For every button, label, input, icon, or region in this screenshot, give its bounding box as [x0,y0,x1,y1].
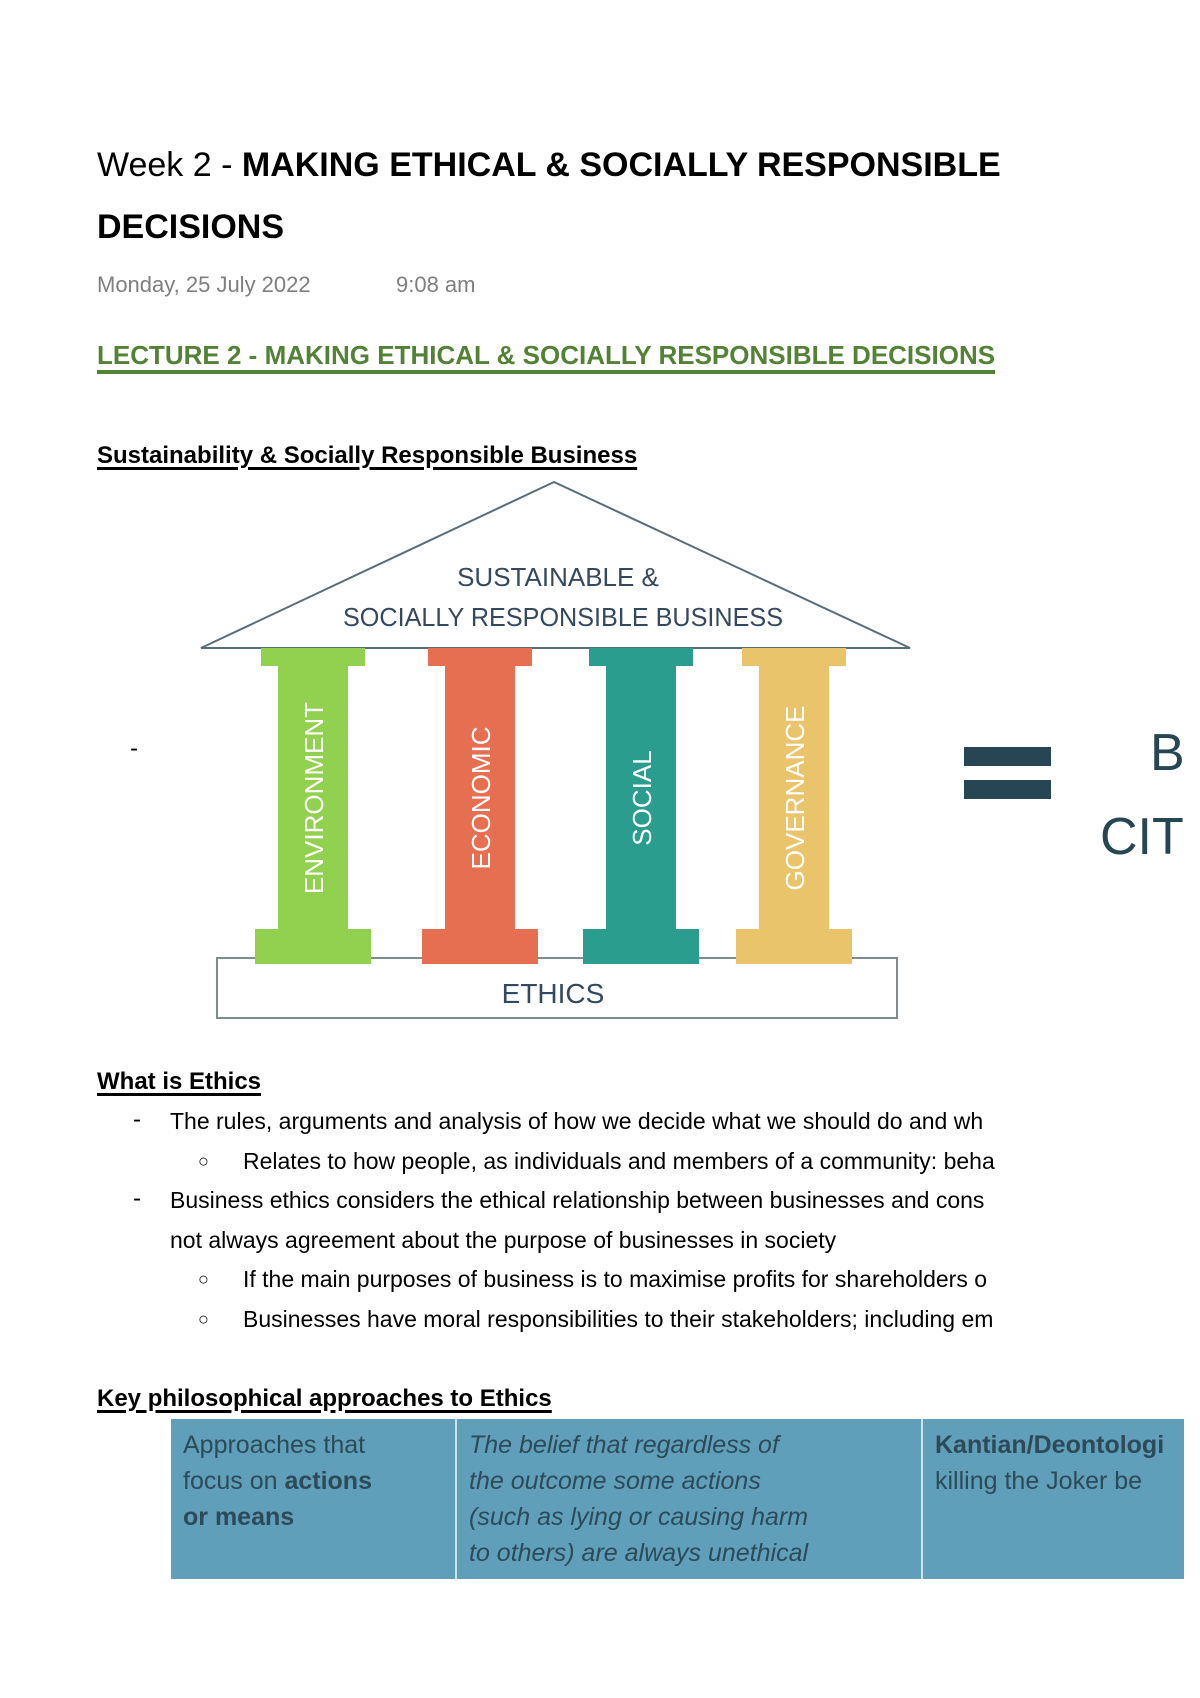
cell-text: Approaches that [183,1431,366,1459]
cell-text: (such as lying or causing harm [469,1503,809,1531]
pillar-cap [428,648,532,666]
list-item: If the main purposes of business is to m… [243,1266,988,1292]
circle-bullet-icon: ○ [198,1150,209,1171]
title-prefix: Week 2 - [97,146,242,184]
equals-bar-top [964,747,1051,766]
equals-bar-bottom [964,780,1051,799]
table-cell-example: Kantian/Deontologi killing the Joker be [923,1419,1184,1579]
list-item: Relates to how people, as individuals an… [243,1147,995,1174]
title-bold: MAKING ETHICAL & SOCIALLY RESPONSIBLE [241,146,1001,184]
section-heading-ethics: What is Ethics [97,1068,262,1095]
page-time: 9:08 am [396,272,476,297]
pillar-label: GOVERNANCE [780,706,810,891]
cell-text-bold: actions [284,1467,372,1495]
cell-text: The belief that regardless of [469,1431,779,1459]
cell-text: to others) are always unethical [469,1539,809,1567]
pillar-base [736,929,852,964]
circle-bullet-icon: ○ [198,1308,209,1329]
cell-text: or means [183,1503,295,1531]
pillar-base [422,929,538,964]
pillar-cap [261,648,365,666]
section-heading-sustainability: Sustainability & Socially Responsible Bu… [97,442,638,469]
cell-text: Kantian/Deontologi [935,1431,1165,1459]
bullet-dash: - [130,735,138,762]
pillar-label: ENVIRONMENT [299,702,329,894]
page-title-line2: DECISIONS [97,208,285,246]
roof-line1: SUSTAINABLE & [457,562,659,592]
pillar-shaft [606,666,676,929]
lecture-heading: LECTURE 2 - MAKING ETHICAL & SOCIALLY RE… [97,340,996,370]
page-title: Week 2 - MAKING ETHICAL & SOCIALLY RESPO… [97,140,1184,190]
list-item: The rules, arguments and analysis of how… [170,1108,984,1134]
approaches-table: Approaches that focus on actions or mean… [171,1419,1184,1579]
pillar-base [255,929,371,964]
ethics-label: ETHICS [502,978,605,1009]
cell-text: the outcome some actions [469,1467,761,1495]
section-heading-approaches: Key philosophical approaches to Ethics [97,1385,552,1412]
cell-text: focus on actions [183,1463,443,1499]
pillar-shaft [445,666,515,929]
pillar-shaft [759,666,829,929]
roof-line2: SOCIALLY RESPONSIBLE BUSINESS [343,602,783,632]
dash-bullet: - [133,1185,141,1212]
circle-bullet-icon: ○ [198,1269,209,1289]
pillar-shaft [278,666,348,929]
roof [200,480,911,649]
pillar-cap [742,648,846,666]
ethics-base [216,957,898,1019]
pillar-label: SOCIAL [627,750,657,845]
pillars-diagram: SUSTAINABLE & SOCIALLY RESPONSIBLE BUSIN… [200,480,1185,1019]
dash-bullet: - [133,1106,141,1133]
list-item: not always agreement about the purpose o… [170,1226,837,1253]
pillar-label: ECONOMIC [466,727,496,870]
result-line1: B [1150,724,1185,782]
list-item: Businesses have moral responsibilities t… [243,1305,994,1332]
cell-text: killing the Joker be [935,1467,1143,1495]
result-line2: CIT [1100,808,1184,866]
pillar-base [583,929,699,964]
list-item: Business ethics considers the ethical re… [170,1187,985,1213]
table-cell-approach: Approaches that focus on actions or mean… [171,1419,457,1579]
page-date: Monday, 25 July 2022 [97,272,311,297]
table-cell-description: The belief that regardless of the outcom… [457,1419,923,1579]
cell-text-part: focus on [183,1467,285,1495]
pillar-cap [589,648,693,666]
